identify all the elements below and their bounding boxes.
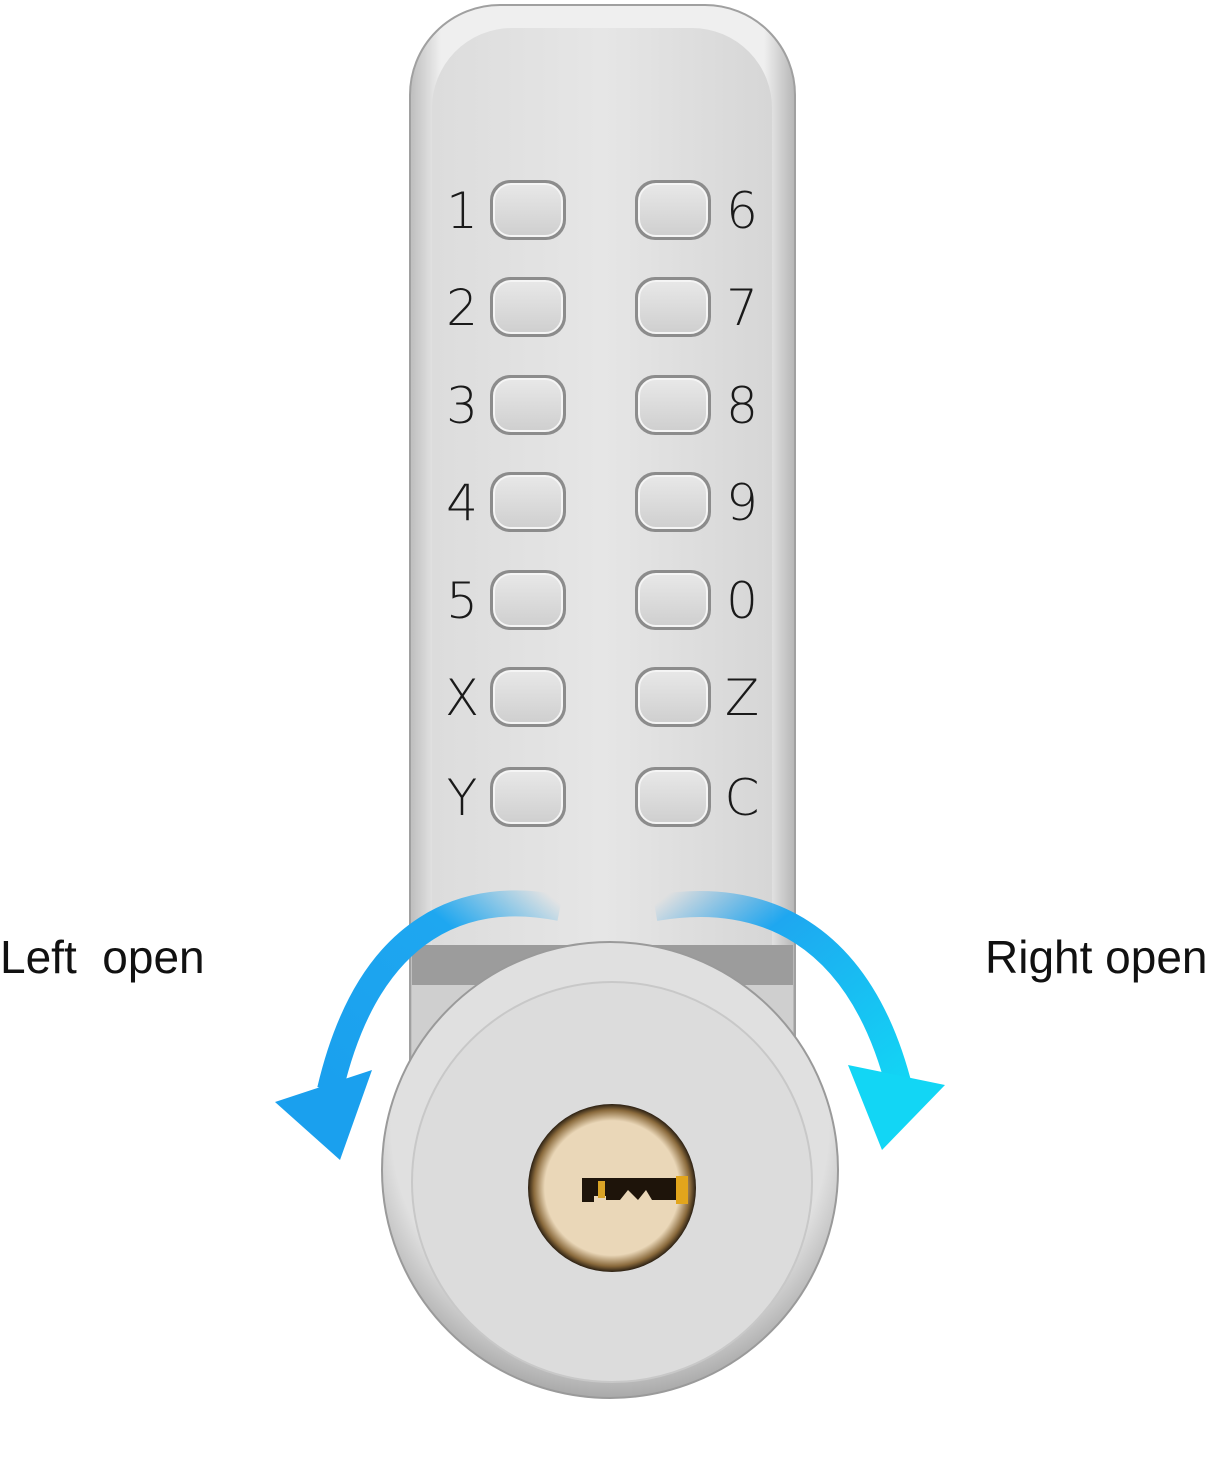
key-label: 9 — [726, 474, 758, 532]
right-open-label: Right open — [985, 931, 1208, 983]
curved-arrow-counterclockwise-icon — [275, 890, 563, 1160]
key-label: Y — [447, 769, 478, 827]
key-label: 8 — [726, 377, 758, 435]
lock-knob[interactable] — [381, 941, 839, 1399]
key-label: 1 — [446, 182, 478, 240]
key-label: 7 — [726, 279, 758, 337]
key-label: 4 — [446, 474, 478, 532]
left-open-label: Left open — [0, 931, 205, 983]
keypad-button-9[interactable] — [635, 472, 711, 532]
keypad-button-0[interactable] — [635, 570, 711, 630]
keypad-button-z[interactable] — [635, 667, 711, 727]
keypad-button-y[interactable] — [490, 767, 566, 827]
key-label: 6 — [726, 182, 758, 240]
keypad-button-2[interactable] — [490, 277, 566, 337]
key-label: 5 — [446, 572, 478, 630]
keypad-button-c[interactable] — [635, 767, 711, 827]
key-label: 0 — [726, 572, 758, 630]
keypad-button-5[interactable] — [490, 570, 566, 630]
key-label: X — [445, 669, 479, 727]
key-cylinder-icon — [528, 1104, 696, 1272]
keypad-button-7[interactable] — [635, 277, 711, 337]
key-label: 3 — [446, 377, 478, 435]
keypad-button-4[interactable] — [490, 472, 566, 532]
curved-arrow-clockwise-icon — [652, 891, 945, 1150]
keypad-button-1[interactable] — [490, 180, 566, 240]
key-label: C — [725, 769, 760, 827]
keypad-button-3[interactable] — [490, 375, 566, 435]
keypad-button-6[interactable] — [635, 180, 711, 240]
keypad-buttons: 1 2 3 4 5XY 6 7 8 9 0ZC — [445, 180, 760, 827]
key-label: 2 — [446, 279, 478, 337]
key-label: Z — [725, 669, 759, 727]
keypad-button-x[interactable] — [490, 667, 566, 727]
keypad-button-8[interactable] — [635, 375, 711, 435]
